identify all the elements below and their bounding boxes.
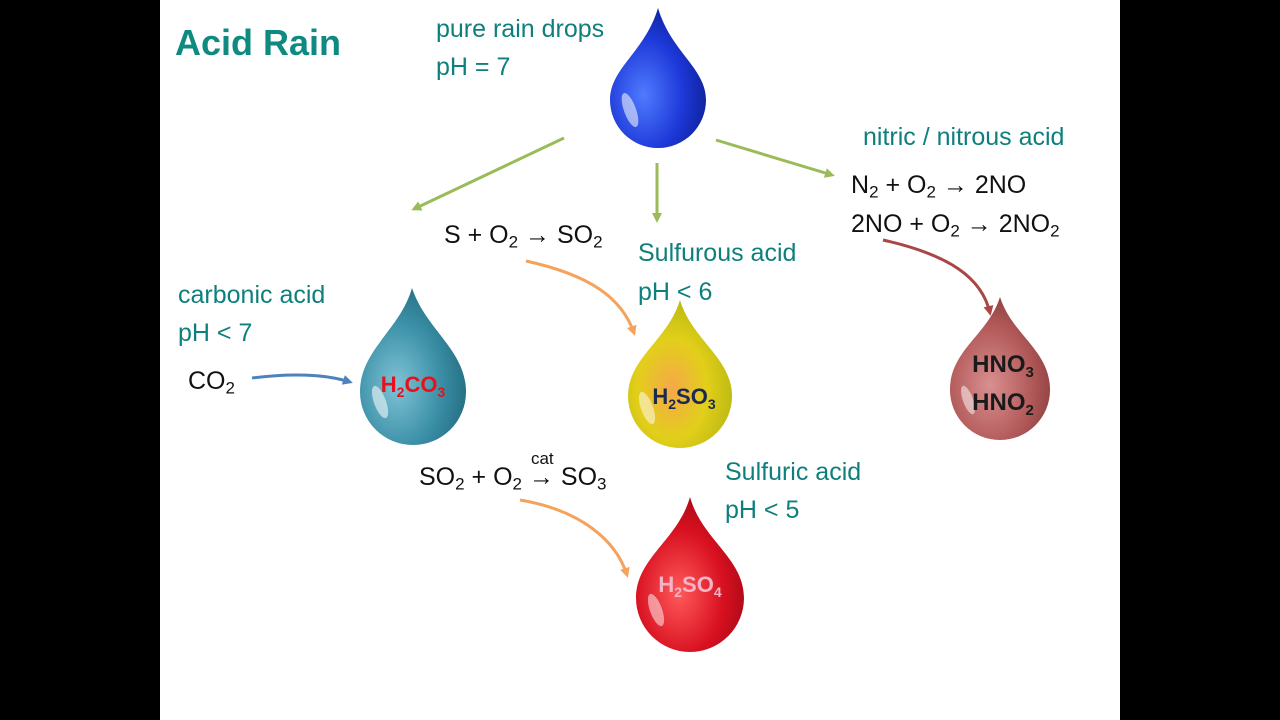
drop-label-hno3: HNO3 xyxy=(972,351,1034,381)
sulfur-equation: S + O2 → SO2 xyxy=(444,221,603,252)
sulfuric-acid-drop-icon: H2SO4 xyxy=(636,497,744,652)
pure-rain-ph: pH = 7 xyxy=(436,53,511,81)
arrow-co2-to-h2co3 xyxy=(251,373,353,385)
co2-reactant: CO2 xyxy=(188,367,235,398)
nitric-equation-2: 2NO + O2 → 2NO2 xyxy=(851,210,1060,241)
drop-label-hno2: HNO2 xyxy=(972,389,1034,419)
drop-label-h2co3: H2CO3 xyxy=(381,372,446,400)
carbonic-acid-ph: pH < 7 xyxy=(178,319,253,347)
pure-rain-drop-icon xyxy=(610,8,706,148)
carbonic-acid-label: carbonic acid xyxy=(178,281,326,309)
diagram-canvas: H2CO3 H2SO3 HNO3 HNO2 H2SO4 xyxy=(251,8,1050,652)
arrow-to-sulfur xyxy=(411,136,565,211)
catalyst-label: cat xyxy=(530,449,554,468)
slide: H2CO3 H2SO3 HNO3 HNO2 H2SO4 Acid Rain pu… xyxy=(160,0,1120,720)
sulfur-trioxide-equation: SO2 + O2 cat→ SO3 xyxy=(419,449,607,494)
sulfuric-acid-label: Sulfuric acid xyxy=(725,458,862,486)
sulfurous-acid-drop-icon: H2SO3 xyxy=(628,300,732,448)
sulfurous-acid-label: Sulfurous acid xyxy=(638,239,797,267)
pure-rain-label: pure rain drops xyxy=(436,15,605,43)
sulfuric-acid-ph: pH < 5 xyxy=(725,496,800,524)
nitric-acid-label: nitric / nitrous acid xyxy=(863,123,1065,151)
drop-label-h2so3: H2SO3 xyxy=(652,384,715,412)
carbonic-acid-drop-icon: H2CO3 xyxy=(360,288,466,445)
arrow-so3-to-h2so4 xyxy=(519,498,630,578)
sulfurous-acid-ph: pH < 6 xyxy=(638,278,713,306)
page-title: Acid Rain xyxy=(175,22,342,63)
arrow-to-nitric xyxy=(715,138,835,178)
arrow-so2-to-h2so3 xyxy=(525,259,637,336)
arrow-no2-to-hno xyxy=(882,238,994,316)
nitric-equation-1: N2 + O2 → 2NO xyxy=(851,171,1027,202)
drop-label-h2so4: H2SO4 xyxy=(658,572,721,600)
nitric-acid-drop-icon: HNO3 HNO2 xyxy=(950,297,1050,440)
